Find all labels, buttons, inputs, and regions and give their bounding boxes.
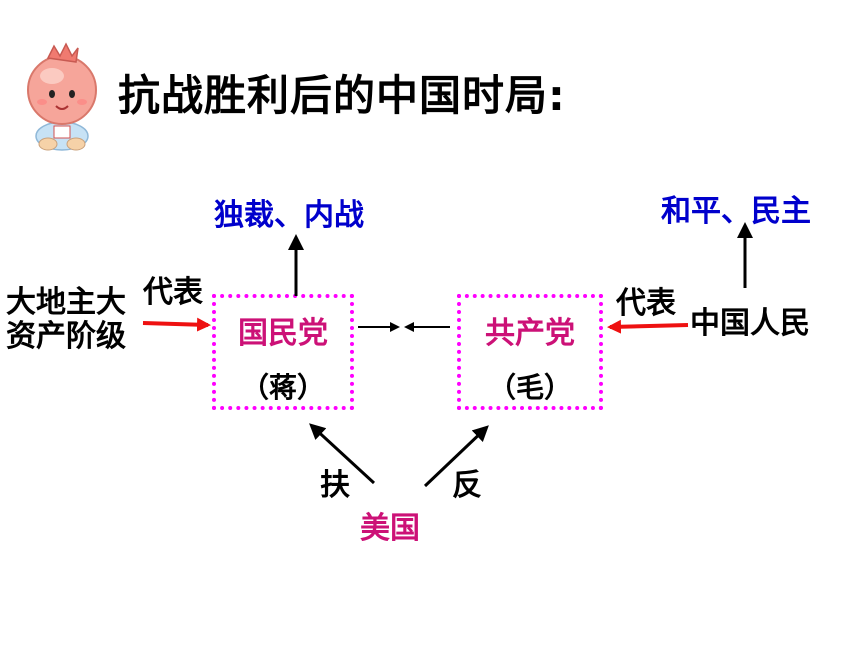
kmt-represented-line1: 大地主大 (6, 285, 126, 320)
us-oppose-arrow (423, 425, 489, 488)
ccp-represents-arrow (607, 319, 689, 334)
kmt-represented-class: 大地主大 资产阶级 (6, 286, 126, 354)
us-oppose-label: 反 (452, 468, 482, 503)
ccp-represents-label: 代表 (616, 286, 676, 321)
kmt-box: 国民党 （蒋） (212, 294, 354, 410)
kmt-represents-label: 代表 (143, 275, 203, 310)
us-support-label: 扶 (320, 468, 350, 503)
ccp-box: 共产党 （毛） (457, 294, 603, 410)
kmt-represented-line2: 资产阶级 (6, 319, 126, 354)
usa-label: 美国 (360, 511, 420, 546)
ccp-goal-label: 和平、民主 (661, 194, 811, 229)
ccp-leader: （毛） (487, 371, 572, 404)
kmt-represents-arrow (142, 317, 211, 332)
kmt-name: 国民党 (238, 316, 328, 351)
us-support-arrow (309, 423, 376, 485)
cartoon-mascot-icon (27, 42, 97, 151)
kmt-goal-label: 独裁、内战 (214, 198, 364, 233)
ccp-represented-people: 中国人民 (690, 306, 810, 341)
kmt-leader: （蒋） (240, 371, 325, 404)
ccp-name: 共产党 (485, 316, 575, 351)
page-title: 抗战胜利后的中国时局: (118, 71, 566, 120)
